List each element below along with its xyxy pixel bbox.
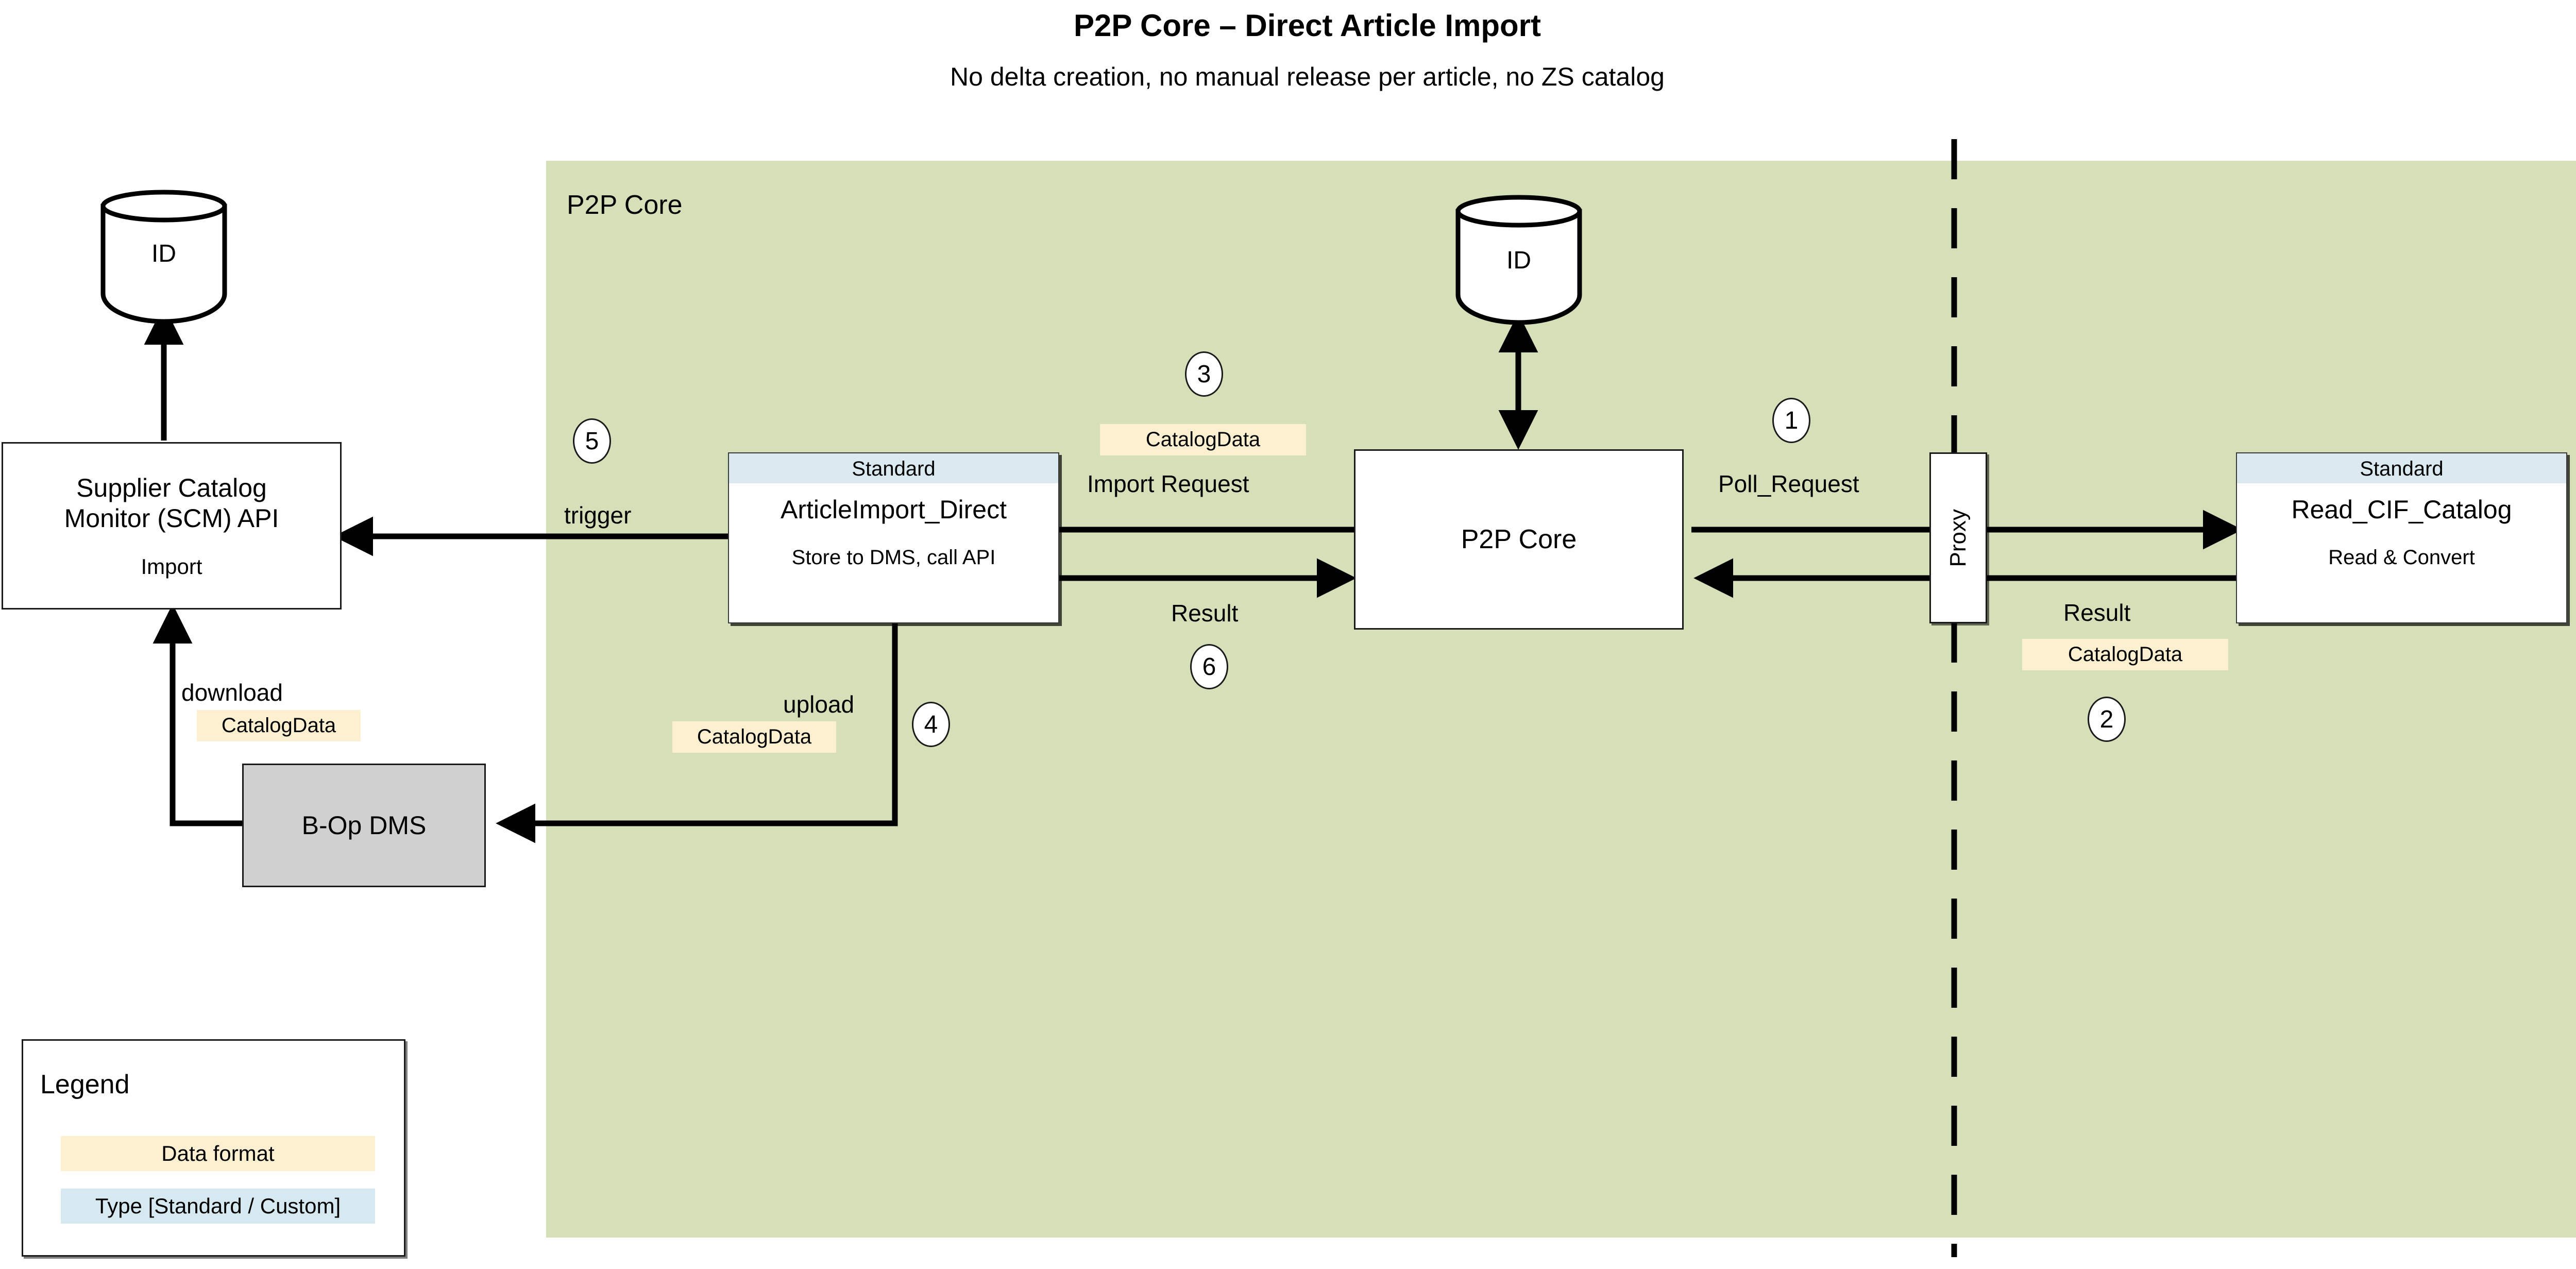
node-read-cif-catalog[interactable]: Standard Read_CIF_Catalog Read & Convert	[2236, 452, 2567, 623]
step-marker-3: 3	[1185, 351, 1223, 397]
flow-label-import-request: Import Request	[1087, 470, 1249, 497]
legend-swatch-data-format: Data format	[61, 1136, 375, 1171]
step-marker-1: 1	[1772, 398, 1810, 443]
data-format-badge-import-request: CatalogData	[1100, 424, 1306, 455]
article-import-type-header: Standard	[729, 453, 1058, 483]
node-b-op-dms[interactable]: B-Op DMS	[242, 764, 486, 887]
step-marker-4: 4	[912, 702, 950, 747]
data-format-badge-upload: CatalogData	[672, 721, 836, 753]
core-database-label: ID	[1506, 247, 1531, 274]
flow-label-trigger: trigger	[564, 502, 632, 529]
article-import-description: Store to DMS, call API	[791, 546, 996, 569]
scm-api-title-line1: Supplier Catalog	[76, 473, 267, 502]
step-marker-6: 6	[1190, 644, 1228, 689]
node-p2p-core[interactable]: P2P Core	[1354, 449, 1684, 630]
data-format-badge-download: CatalogData	[197, 710, 361, 741]
flow-label-poll-request: Poll_Request	[1718, 470, 1859, 497]
b-op-dms-label: B-Op DMS	[301, 811, 427, 840]
legend-title: Legend	[40, 1070, 130, 1099]
page-title: P2P Core – Direct Article Import	[1074, 8, 1541, 43]
scm-api-subtitle: Import	[141, 554, 202, 579]
read-cif-description: Read & Convert	[2328, 546, 2475, 569]
flow-label-download: download	[181, 679, 283, 706]
p2p-core-label: P2P Core	[1461, 524, 1577, 554]
proxy-label: Proxy	[1945, 509, 1971, 567]
node-article-import-direct[interactable]: Standard ArticleImport_Direct Store to D…	[728, 452, 1059, 623]
data-format-badge-result-right: CatalogData	[2022, 639, 2228, 670]
node-supplier-catalog-monitor-api[interactable]: Supplier Catalog Monitor (SCM) API Impor…	[2, 442, 342, 610]
node-proxy[interactable]: Proxy	[1929, 452, 1987, 623]
step-marker-2: 2	[2088, 697, 2126, 742]
legend-swatch-type: Type [Standard / Custom]	[61, 1189, 375, 1224]
flow-label-result-right: Result	[2063, 599, 2131, 626]
read-cif-name: Read_CIF_Catalog	[2291, 495, 2512, 524]
p2p-core-zone-label: P2P Core	[567, 190, 683, 220]
page-subtitle: No delta creation, no manual release per…	[950, 62, 1665, 91]
read-cif-type-header: Standard	[2237, 453, 2566, 483]
scm-database-label: ID	[151, 240, 176, 267]
scm-api-title-line2: Monitor (SCM) API	[64, 503, 279, 533]
flow-label-result-left: Result	[1171, 600, 1239, 627]
article-import-name: ArticleImport_Direct	[781, 495, 1007, 524]
flow-label-upload: upload	[783, 691, 855, 718]
step-marker-5: 5	[573, 418, 611, 464]
